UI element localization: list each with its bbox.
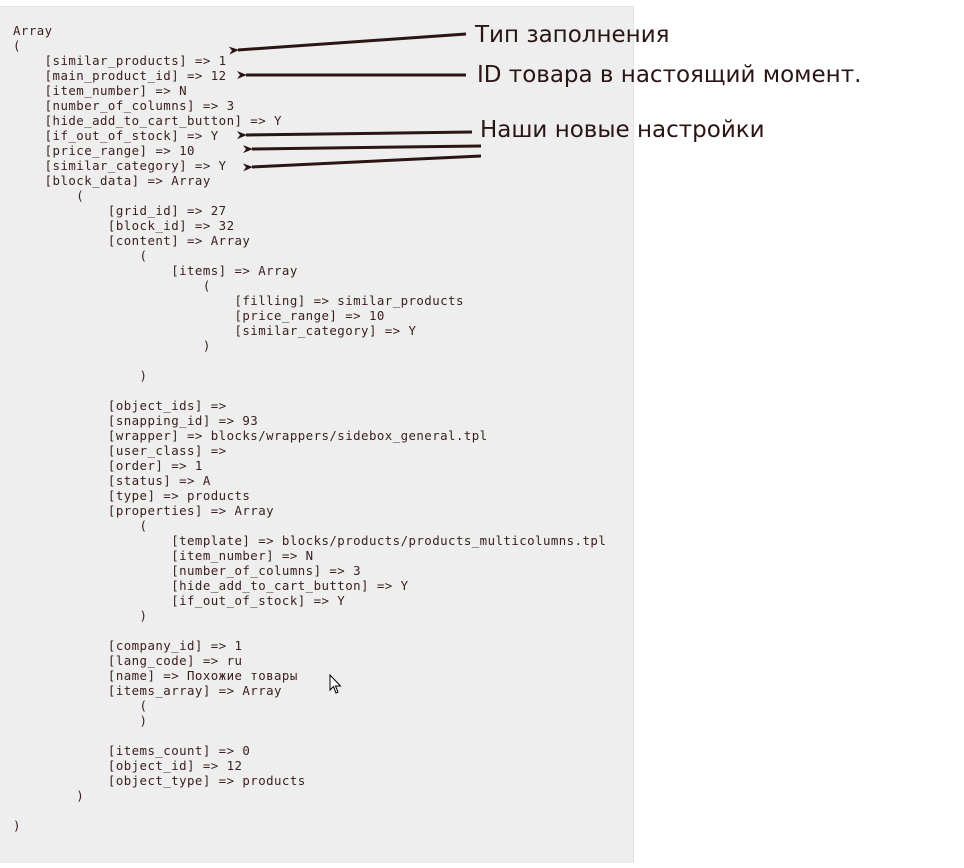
code-line: ) [13,338,211,353]
code-line: [hide_add_to_cart_button] => Y [13,113,282,128]
code-line: ( [13,38,21,53]
code-line: ) [13,608,148,623]
code-line: [lang_code] => ru [13,653,243,668]
array-dump-code: Array( [similar_products] => 1 [main_pro… [13,23,606,833]
code-line: [status] => A [13,473,211,488]
code-line: [items] => Array [13,263,298,278]
annotation-fill-type: Тип заполнения [475,22,670,48]
code-line: ) [13,788,85,803]
code-line: Array [13,23,53,38]
code-line: [number_of_columns] => 3 [13,98,235,113]
code-line: [price_range] => 10 [13,308,385,323]
code-line: [user_class] => [13,443,235,458]
code-line: [properties] => Array [13,503,275,518]
mouse-cursor-icon [329,674,342,694]
code-line: [object_id] => 12 [13,758,243,773]
code-line: [snapping_id] => 93 [13,413,259,428]
code-line: [type] => products [13,488,251,503]
annotation-product-id: ID товара в настоящий момент. [477,62,862,88]
code-line: [name] => Похожие товары [13,668,298,683]
code-line: [filling] => similar_products [13,293,464,308]
code-line: [hide_add_to_cart_button] => Y [13,578,409,593]
code-line: [template] => blocks/products/products_m… [13,533,607,548]
code-line: ( [13,698,148,713]
code-line: [content] => Array [13,233,251,248]
code-line: ) [13,713,148,728]
code-line: [object_ids] => [13,398,235,413]
arrow-if-out-of-stock [236,130,473,140]
code-line: ( [13,518,148,533]
code-line: [main_product_id] => 12 [13,68,227,83]
code-line: [object_type] => products [13,773,306,788]
code-line: ) [13,368,148,383]
code-line: [if_out_of_stock] => Y [13,593,346,608]
code-line: [price_range] => 10 [13,143,195,158]
code-line: ( [13,248,148,263]
code-line: [items_array] => Array [13,683,282,698]
code-line: [number_of_columns] => 3 [13,563,362,578]
code-line: [wrapper] => blocks/wrappers/sidebox_gen… [13,428,488,443]
code-line: ( [13,188,85,203]
code-line: [similar_category] => Y [13,323,417,338]
code-line: [similar_products] => 1 [13,53,227,68]
code-line: ) [13,818,21,833]
annotation-new-settings: Наши новые настройки [480,117,765,143]
code-line: [item_number] => N [13,83,188,98]
code-line: [block_id] => 32 [13,218,235,233]
code-line: [grid_id] => 27 [13,203,227,218]
code-line: [items_count] => 0 [13,743,251,758]
code-line: [block_data] => Array [13,173,211,188]
arrow-similar-products [228,32,467,55]
code-line: [company_id] => 1 [13,638,243,653]
arrow-similar-category [242,154,482,172]
code-line: [order] => 1 [13,458,203,473]
code-line: ( [13,278,211,293]
code-line: [similar_category] => Y [13,158,227,173]
code-line: [item_number] => N [13,548,314,563]
code-line: [if_out_of_stock] => Y [13,128,219,143]
arrow-price-range [242,144,482,154]
